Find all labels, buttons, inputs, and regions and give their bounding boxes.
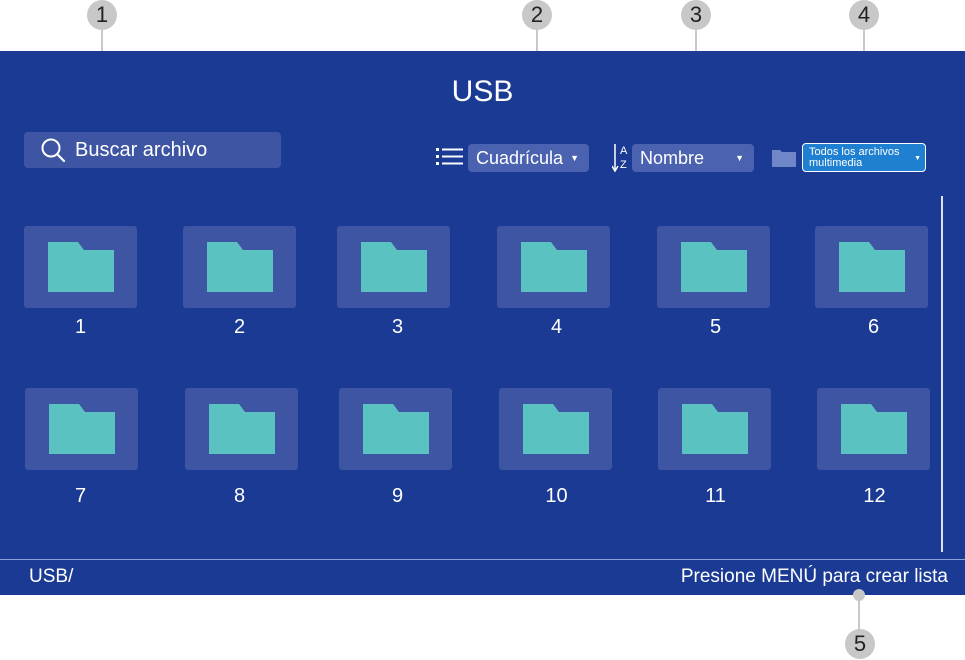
folder-label: 5 [709,316,722,338]
folder-label: 1 [74,316,87,338]
folder-label: 7 [74,485,87,507]
folder-tile[interactable] [497,226,610,308]
current-path: USB/ [29,566,74,587]
folder-icon [361,242,427,292]
search-icon [41,138,66,163]
svg-text:A: A [620,145,628,157]
chevron-down-icon: ▼ [914,155,921,162]
callout-line-5 [858,595,860,631]
folder-icon [49,404,115,454]
folder-label: 6 [867,316,880,338]
media-filter-line2: multimedia [809,157,863,169]
folder-label: 10 [545,485,568,507]
folder-tile[interactable] [24,226,137,308]
callout-1: 1 [87,0,117,30]
sort-value: Nombre [640,148,705,168]
search-input[interactable]: Buscar archivo [24,132,281,168]
folder-icon [841,404,907,454]
folder-icon [681,242,747,292]
search-placeholder: Buscar archivo [75,139,208,161]
scrollbar[interactable] [941,196,943,552]
folder-tile[interactable] [185,388,298,470]
folder-icon [521,242,587,292]
list-view-icon [436,148,463,165]
folder-tile[interactable] [499,388,612,470]
folder-tile[interactable] [337,226,450,308]
folder-label: 2 [233,316,246,338]
chevron-down-icon: ▼ [570,153,579,163]
callout-2: 2 [522,0,552,30]
folder-tile[interactable] [339,388,452,470]
folder-icon [209,404,275,454]
callout-3: 3 [681,0,711,30]
folder-label: 3 [391,316,404,338]
folder-icon [48,242,114,292]
folder-icon [839,242,905,292]
menu-hint: Presione MENÚ para crear lista [680,566,948,587]
chevron-down-icon: ▼ [735,153,744,163]
media-filter-line1: Todos los archivos [809,146,900,158]
folder-icon [682,404,748,454]
view-mode-dropdown[interactable]: Cuadrícula ▼ [468,144,589,172]
page-title: USB [451,75,514,108]
folder-label: 8 [233,485,246,507]
folder-icon [523,404,589,454]
folder-tile[interactable] [817,388,930,470]
folder-tile[interactable] [658,388,771,470]
folder-label: 4 [550,316,563,338]
footer-divider [0,559,965,560]
folder-tile[interactable] [25,388,138,470]
svg-text:Z: Z [620,159,627,171]
view-mode-value: Cuadrícula [476,148,564,168]
folder-icon [207,242,273,292]
folder-label: 11 [705,485,726,507]
folder-icon [363,404,429,454]
folder-label: 9 [391,485,404,507]
folder-tile[interactable] [657,226,770,308]
callout-5: 5 [845,629,875,659]
folder-tile[interactable] [815,226,928,308]
callout-4: 4 [849,0,879,30]
folder-tile[interactable] [183,226,296,308]
sort-az-icon: A Z [611,143,634,176]
sort-dropdown[interactable]: Nombre ▼ [632,144,754,172]
media-filter-dropdown[interactable]: Todos los archivos multimedia ▼ [802,143,926,172]
folder-icon [772,150,796,167]
folder-label: 12 [863,485,886,507]
